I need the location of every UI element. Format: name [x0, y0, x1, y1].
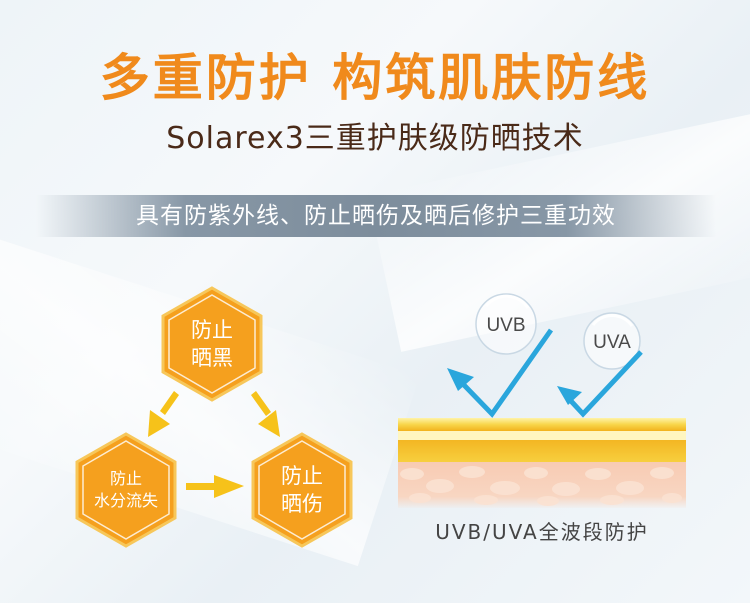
hexagon-text-line2: 晒黑: [191, 346, 233, 370]
hexagon-text-line1: 防止: [109, 469, 142, 489]
hexagon-label: 防止 水分流失: [74, 432, 178, 548]
hexagon-prevent-tanning: 防止 晒黑: [160, 286, 264, 402]
hexagon-text-line2: 水分流失: [93, 491, 158, 510]
hexagon-text-line1: 防止: [191, 317, 233, 342]
cycle-arrow-top-to-left: [148, 391, 179, 437]
uva-ray-arrowhead: [557, 386, 582, 405]
hexagon-prevent-water-loss: 防止 水分流失: [74, 432, 178, 548]
hexagon-text-line1: 防止: [281, 463, 323, 488]
hexagon-shape: [161, 286, 263, 402]
hexagon-prevent-sunburn: 防止 晒伤: [250, 432, 354, 548]
hexagon-text-line2: 晒伤: [281, 492, 323, 516]
hexagon-shape: [75, 432, 177, 548]
uvb-ray-arrowhead: [447, 368, 474, 391]
page-title: 多重防护 构筑肌肤防线: [99, 49, 651, 107]
feature-banner-text: 具有防紫外线、防止晒伤及晒后修护三重功效: [136, 203, 616, 229]
uva-label: UVA: [593, 332, 631, 353]
hexagon-label: 防止 晒黑: [160, 286, 264, 402]
uvb-ray-icon: [461, 328, 554, 418]
skin-diagram-caption: UVB/UVA全波段防护: [435, 520, 649, 544]
uvb-bubble: [475, 293, 537, 355]
cycle-arrow-top-to-right: [251, 391, 280, 437]
uva-ray-icon: [569, 350, 643, 418]
skin-cross-section: [398, 418, 686, 508]
uvb-label: UVB: [486, 315, 525, 336]
cycle-arrow-left-to-right: [186, 475, 244, 498]
uva-bubble: [583, 312, 641, 370]
page-subtitle: Solarex3三重护肤级防晒技术: [166, 121, 584, 156]
hexagon-label: 防止 晒伤: [250, 432, 354, 548]
feature-banner: 具有防紫外线、防止晒伤及晒后修护三重功效: [36, 195, 716, 237]
hexagon-shape: [251, 432, 353, 548]
